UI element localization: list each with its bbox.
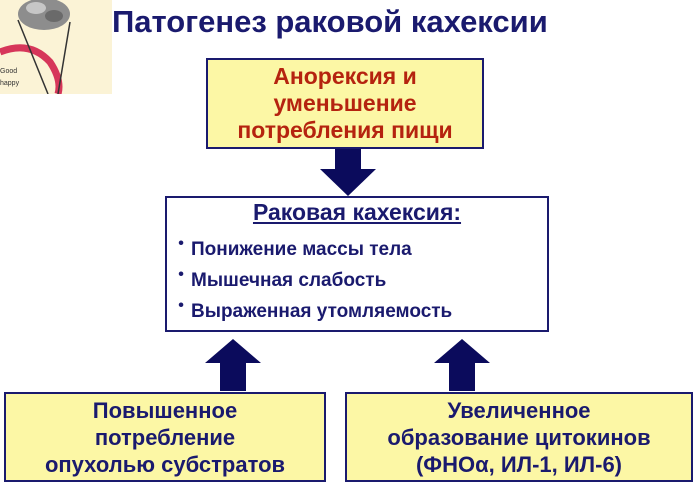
up-arrow-icon [205,339,261,391]
list-item: • Выраженная утомляемость [171,296,452,327]
bullet-icon: • [178,265,184,283]
symptom-text: Понижение массы тела [191,238,412,260]
up-arrow-icon [434,339,490,391]
anorexia-line-3: потребления пищи [237,117,453,143]
substrate-line-1: Повышенное [92,397,238,423]
list-item: • Понижение массы тела [171,234,452,265]
anorexia-box: Анорексия и уменьшение потребления пищи [206,58,484,149]
symptom-text: Мышечная слабость [191,269,387,291]
symptom-list: • Понижение массы тела • Мышечная слабос… [167,234,452,327]
logo-text-line1: Good [0,68,17,75]
cytokine-line-3: (ФНОα, ИЛ-1, ИЛ-6) [415,451,623,477]
down-arrow-icon [320,149,376,196]
bullet-icon: • [178,296,184,314]
anorexia-line-1: Анорексия и [273,63,417,89]
cancer-cachexia-box: Раковая кахексия: • Понижение массы тела… [165,196,549,332]
tumor-balloon-icon: Good happy [0,0,112,95]
cytokine-line-1: Увеличенное [447,397,591,423]
cachexia-heading: Раковая кахексия: [252,198,462,225]
cytokine-line-2: образование цитокинов [387,424,651,450]
substrate-line-2: потребление [94,424,236,450]
page-title: Патогенез раковой кахексии [112,4,548,39]
symptom-text: Выраженная утомляемость [191,300,453,322]
anorexia-line-2: уменьшение [273,90,417,116]
bullet-icon: • [178,234,184,252]
list-item: • Мышечная слабость [171,265,452,296]
cytokine-production-box: Увеличенное образование цитокинов (ФНОα,… [345,392,693,482]
substrate-line-3: опухолью субстратов [44,451,286,477]
logo-text-line2: happy [0,80,20,87]
substrate-consumption-box: Повышенное потребление опухолью субстрат… [4,392,326,482]
